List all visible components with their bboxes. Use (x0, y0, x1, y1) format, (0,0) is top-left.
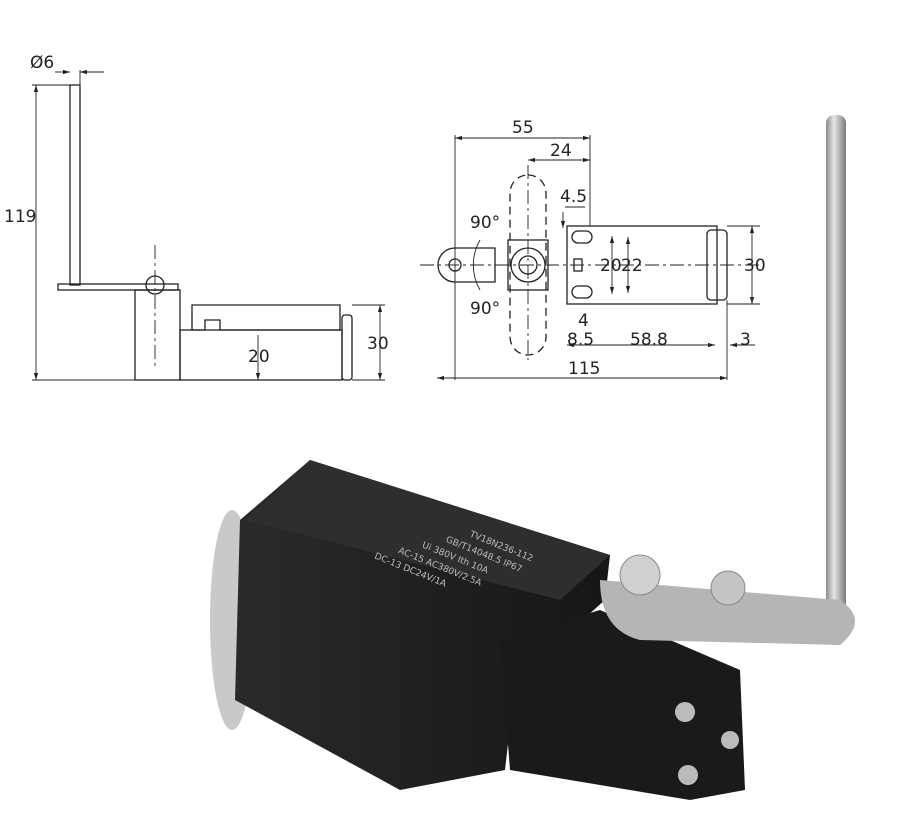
dim-body-height: 30 (367, 334, 389, 354)
dim-8-5: 8.5 (567, 330, 594, 350)
actuator-rod (826, 115, 846, 635)
dim-4-5: 4.5 (560, 187, 587, 207)
dim-diameter: Ø6 (30, 53, 54, 73)
dim-115: 115 (568, 359, 600, 379)
dim-angle-up: 90° (470, 213, 500, 233)
dim-3: 3 (740, 330, 751, 350)
dim-height: 119 (4, 207, 36, 227)
product-photo: TV18N236-112 GB/T14048.5 IP67 Ui 380V It… (210, 115, 855, 800)
dim-lever-offset: 20 (248, 347, 270, 367)
top-view: 55 24 4.5 90° 90° 20 22 30 4 8.5 58.8 3 … (420, 118, 766, 381)
dim-55: 55 (512, 118, 534, 138)
dim-58-8: 58.8 (630, 330, 668, 350)
lever-arm (600, 580, 855, 645)
dim-20: 20 (600, 256, 622, 276)
switch-head (500, 610, 745, 800)
dim-24: 24 (550, 141, 572, 161)
dim-4: 4 (578, 311, 589, 331)
side-view: Ø6 119 20 30 (4, 53, 389, 381)
dim-30: 30 (744, 256, 766, 276)
dim-angle-down: 90° (470, 299, 500, 319)
dim-22: 22 (621, 256, 643, 276)
